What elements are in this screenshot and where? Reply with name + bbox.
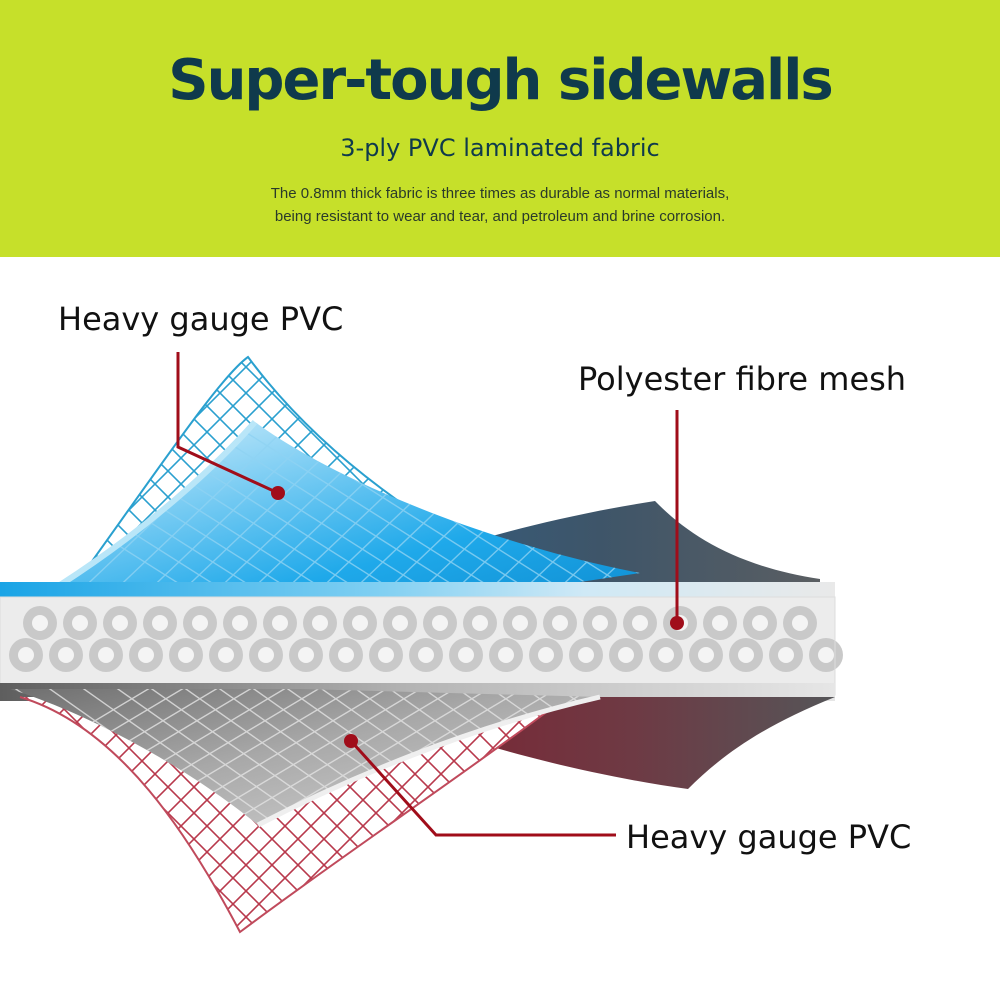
mesh-ring-hole xyxy=(58,647,74,663)
mesh-ring-hole xyxy=(98,647,114,663)
mesh-ring-hole xyxy=(538,647,554,663)
mesh-ring-hole xyxy=(792,615,808,631)
page-title: Super-tough sidewalls xyxy=(168,48,834,113)
mesh-ring-hole xyxy=(32,615,48,631)
mesh-ring-hole xyxy=(498,647,514,663)
label-top-pvc: Heavy gauge PVC xyxy=(58,300,344,338)
mesh-ring-hole xyxy=(752,615,768,631)
mesh-ring-hole xyxy=(232,615,248,631)
mesh-ring-hole xyxy=(178,647,194,663)
mesh-ring-hole xyxy=(258,647,274,663)
mesh-ring-hole xyxy=(392,615,408,631)
mesh-ring-hole xyxy=(552,615,568,631)
mesh-ring-hole xyxy=(192,615,208,631)
leader-dot-middle xyxy=(670,616,684,630)
top-mesh-edge xyxy=(74,355,471,586)
mesh-ring-hole xyxy=(658,647,674,663)
mesh-ring-hole xyxy=(738,647,754,663)
mesh-ring-hole xyxy=(18,647,34,663)
mesh-ring-hole xyxy=(312,615,328,631)
mesh-ring-hole xyxy=(458,647,474,663)
leader-line-bottom xyxy=(349,739,616,837)
description-line-1: The 0.8mm thick fabric is three times as… xyxy=(270,185,730,202)
description: The 0.8mm thick fabric is three times as… xyxy=(0,182,1000,228)
mesh-ring-hole xyxy=(472,615,488,631)
fabric-layers-diagram xyxy=(0,352,843,934)
mesh-ring-hole xyxy=(218,647,234,663)
mesh-ring-hole xyxy=(418,647,434,663)
description-line-2: being resistant to wear and tear, and pe… xyxy=(274,208,726,225)
mesh-ring-hole xyxy=(578,647,594,663)
mesh-ring-hole xyxy=(338,647,354,663)
mesh-ring-hole xyxy=(138,647,154,663)
mesh-ring-hole xyxy=(432,615,448,631)
page-subtitle: 3-ply PVC laminated fabric xyxy=(340,134,660,162)
mesh-ring-hole xyxy=(112,615,128,631)
mesh-ring-hole xyxy=(712,615,728,631)
mesh-ring-hole xyxy=(618,647,634,663)
mesh-ring-hole xyxy=(298,647,314,663)
mesh-ring-hole xyxy=(698,647,714,663)
label-bottom-pvc: Heavy gauge PVC xyxy=(626,818,912,856)
mesh-ring-hole xyxy=(778,647,794,663)
leader-dot-bottom xyxy=(344,734,358,748)
mesh-ring-hole xyxy=(512,615,528,631)
leader-lines xyxy=(176,352,679,837)
mesh-ring-hole xyxy=(378,647,394,663)
mesh-ring-hole xyxy=(152,615,168,631)
header-banner: Super-tough sidewalls 3-ply PVC laminate… xyxy=(0,0,1000,257)
middle-mesh-layer xyxy=(0,596,843,696)
mesh-ring-hole xyxy=(272,615,288,631)
leader-line-top xyxy=(176,352,279,495)
top-pvc-strip xyxy=(0,582,835,600)
leader-dot-top xyxy=(271,486,285,500)
mesh-ring-hole xyxy=(592,615,608,631)
bottom-mesh-edge xyxy=(19,696,561,934)
mesh-ring-hole xyxy=(352,615,368,631)
label-polyester-mesh: Polyester fibre mesh xyxy=(578,360,907,398)
mesh-ring-hole xyxy=(818,647,834,663)
mesh-ring-hole xyxy=(72,615,88,631)
mesh-ring-hole xyxy=(632,615,648,631)
